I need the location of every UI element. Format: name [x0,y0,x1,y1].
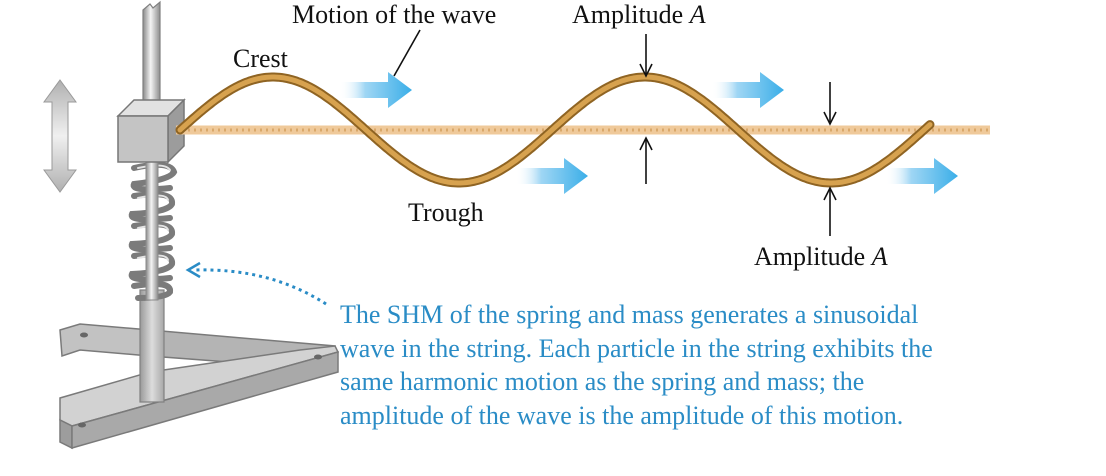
caption-line: same harmonic motion as the spring and m… [340,367,865,396]
right-arrow-icon [340,72,412,108]
caption-text: The SHM of the spring and mass generates… [340,298,1100,432]
amplitude-arrow-trough [823,82,837,236]
amplitude-bottom-label: Amplitude A [754,244,888,270]
amplitude-top-text: Amplitude [572,0,684,29]
amplitude-arrow-crest [639,34,653,184]
amplitude-top-symbol: A [689,0,706,29]
caption-line: wave in the string. Each particle in the… [340,333,933,363]
double-headed-vertical-arrow-icon [43,79,77,193]
caption-pointer-head [185,261,201,279]
crest-label: Crest [233,44,288,73]
amplitude-bottom-text: Amplitude [754,242,866,271]
stand-base [59,323,340,450]
wave-string [177,74,933,186]
motion-leader-line [393,29,421,77]
stand-post [139,289,165,403]
trough-label: Trough [408,198,484,227]
right-arrow-icon [516,158,588,194]
spring-rod [145,149,159,301]
caption-line: The SHM of the spring and mass generates… [340,300,919,329]
right-arrow-icon [712,72,784,108]
drive-rod [142,0,161,105]
amplitude-bottom-symbol: A [871,242,888,271]
motion-of-wave-label: Motion of the wave [292,0,497,29]
amplitude-top-label: Amplitude A [572,2,706,28]
mass-block [116,98,186,164]
right-arrow-icon [886,158,958,194]
caption-line: amplitude of the wave is the amplitude o… [340,400,904,430]
caption-pointer [195,268,327,306]
spring-highlight [137,164,171,261]
